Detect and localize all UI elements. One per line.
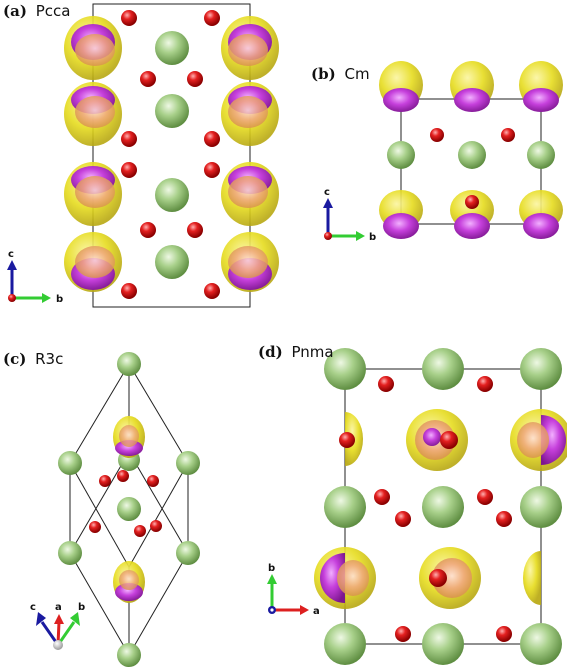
magenta-cluster-a-6 xyxy=(221,82,279,146)
red-atom-a-6 xyxy=(204,131,220,147)
magenta-cluster-c-1 xyxy=(113,416,145,471)
red-atom-c-4 xyxy=(89,521,101,533)
red-atom-c-3 xyxy=(147,475,159,487)
green-atom-c-3 xyxy=(176,451,200,475)
axis-label-c-b: c xyxy=(324,187,330,198)
red-atom-a-4 xyxy=(187,71,203,87)
green-atom-d-2 xyxy=(422,348,464,390)
green-atom-a-1 xyxy=(155,31,189,65)
magenta-cluster-a-5 xyxy=(221,16,279,80)
red-atom-d-7 xyxy=(395,511,411,527)
green-atom-b-2 xyxy=(458,141,486,169)
magenta-cluster-c-2 xyxy=(113,561,145,603)
magenta-cluster-d-4 xyxy=(314,547,376,609)
red-atom-d-8 xyxy=(496,511,512,527)
red-atom-b-2 xyxy=(501,128,515,142)
axis-label-b-a: b xyxy=(56,294,63,305)
green-atom-b-3 xyxy=(527,141,555,169)
red-atom-d-1 xyxy=(378,376,394,392)
magenta-cluster-d-2 xyxy=(406,409,468,471)
red-atom-c-1 xyxy=(99,475,111,487)
green-atom-d-1 xyxy=(324,348,366,390)
red-atom-a-10 xyxy=(187,222,203,238)
magenta-cluster-a-2 xyxy=(64,82,122,146)
green-atom-c-2 xyxy=(58,451,82,475)
green-atom-c-7 xyxy=(117,643,141,667)
magenta-cluster-b-6 xyxy=(519,190,563,239)
axis-label-b-c: b xyxy=(78,602,85,613)
red-atom-a-12 xyxy=(204,283,220,299)
isosurface-d-6 xyxy=(523,551,541,605)
red-atom-d-3 xyxy=(339,432,355,448)
red-atom-a-7 xyxy=(121,162,137,178)
green-atom-d-8 xyxy=(422,623,464,665)
magenta-cluster-a-7 xyxy=(221,162,279,226)
red-atom-d-5 xyxy=(374,489,390,505)
axis-triad-a: c b xyxy=(7,249,63,305)
panel-c: (c) R3c c a b xyxy=(3,350,200,667)
magenta-cluster-a-1 xyxy=(64,16,122,80)
green-atom-c-5 xyxy=(58,541,82,565)
axis-label-b-b: b xyxy=(369,232,376,243)
red-atom-a-5 xyxy=(121,131,137,147)
magenta-cluster-a-8 xyxy=(221,232,279,292)
red-atom-c-6 xyxy=(134,525,146,537)
green-atom-d-5 xyxy=(422,486,464,528)
red-atom-b-3 xyxy=(465,195,479,209)
panel-label-d: (d) Pnma xyxy=(258,343,334,361)
green-atom-c-6 xyxy=(176,541,200,565)
red-atom-d-6 xyxy=(477,489,493,505)
green-atom-c-4 xyxy=(117,497,141,521)
red-atom-a-8 xyxy=(204,162,220,178)
panel-label-c: (c) R3c xyxy=(3,350,63,368)
unit-cell-a xyxy=(92,3,251,308)
axis-label-c-a: c xyxy=(8,249,14,260)
axis-triad-c: c a b xyxy=(30,602,85,650)
magenta-cluster-b-1 xyxy=(379,61,423,112)
panel-a: (a) Pcca c b xyxy=(3,2,279,308)
red-atom-d-9 xyxy=(429,569,447,587)
red-atom-c-2 xyxy=(117,470,129,482)
red-atom-a-2 xyxy=(204,10,220,26)
green-atom-c-1 xyxy=(117,352,141,376)
panel-label-a: (a) Pcca xyxy=(3,2,70,20)
green-atom-d-9 xyxy=(520,623,562,665)
red-atom-d-10 xyxy=(395,626,411,642)
red-atom-a-1 xyxy=(121,10,137,26)
red-atom-c-5 xyxy=(150,520,162,532)
red-atom-a-9 xyxy=(140,222,156,238)
magenta-cluster-d-3 xyxy=(510,409,567,471)
green-atom-b-1 xyxy=(387,141,415,169)
red-atom-a-3 xyxy=(140,71,156,87)
magenta-cluster-d-5 xyxy=(419,547,481,609)
green-atom-a-4 xyxy=(155,245,189,279)
magenta-cluster-a-4 xyxy=(64,232,122,292)
panel-b: (b) Cm c b xyxy=(311,61,563,243)
panel-label-b: (b) Cm xyxy=(311,65,370,83)
green-atom-d-3 xyxy=(520,348,562,390)
green-atom-d-7 xyxy=(324,623,366,665)
magenta-cluster-b-5 xyxy=(450,190,494,239)
green-atom-a-3 xyxy=(155,178,189,212)
axis-label-a-c: a xyxy=(55,602,62,613)
axis-label-b-d: b xyxy=(268,563,275,574)
axis-triad-b: c b xyxy=(323,187,376,243)
axis-triad-d: b a xyxy=(267,563,320,617)
axis-label-a-d: a xyxy=(313,606,320,617)
magenta-cluster-b-4 xyxy=(379,190,423,239)
green-atom-a-2 xyxy=(155,94,189,128)
red-atom-d-2 xyxy=(477,376,493,392)
red-atom-a-11 xyxy=(121,283,137,299)
red-atom-d-4 xyxy=(440,431,458,449)
red-atom-d-11 xyxy=(496,626,512,642)
green-atom-d-6 xyxy=(520,486,562,528)
red-atom-b-1 xyxy=(430,128,444,142)
green-atom-d-4 xyxy=(324,486,366,528)
magenta-cluster-b-2 xyxy=(450,61,494,112)
magenta-cluster-a-3 xyxy=(64,162,122,226)
magenta-cluster-b-3 xyxy=(519,61,563,112)
panel-d: (d) Pnma b a xyxy=(258,343,567,665)
axis-label-c-c: c xyxy=(30,602,36,613)
